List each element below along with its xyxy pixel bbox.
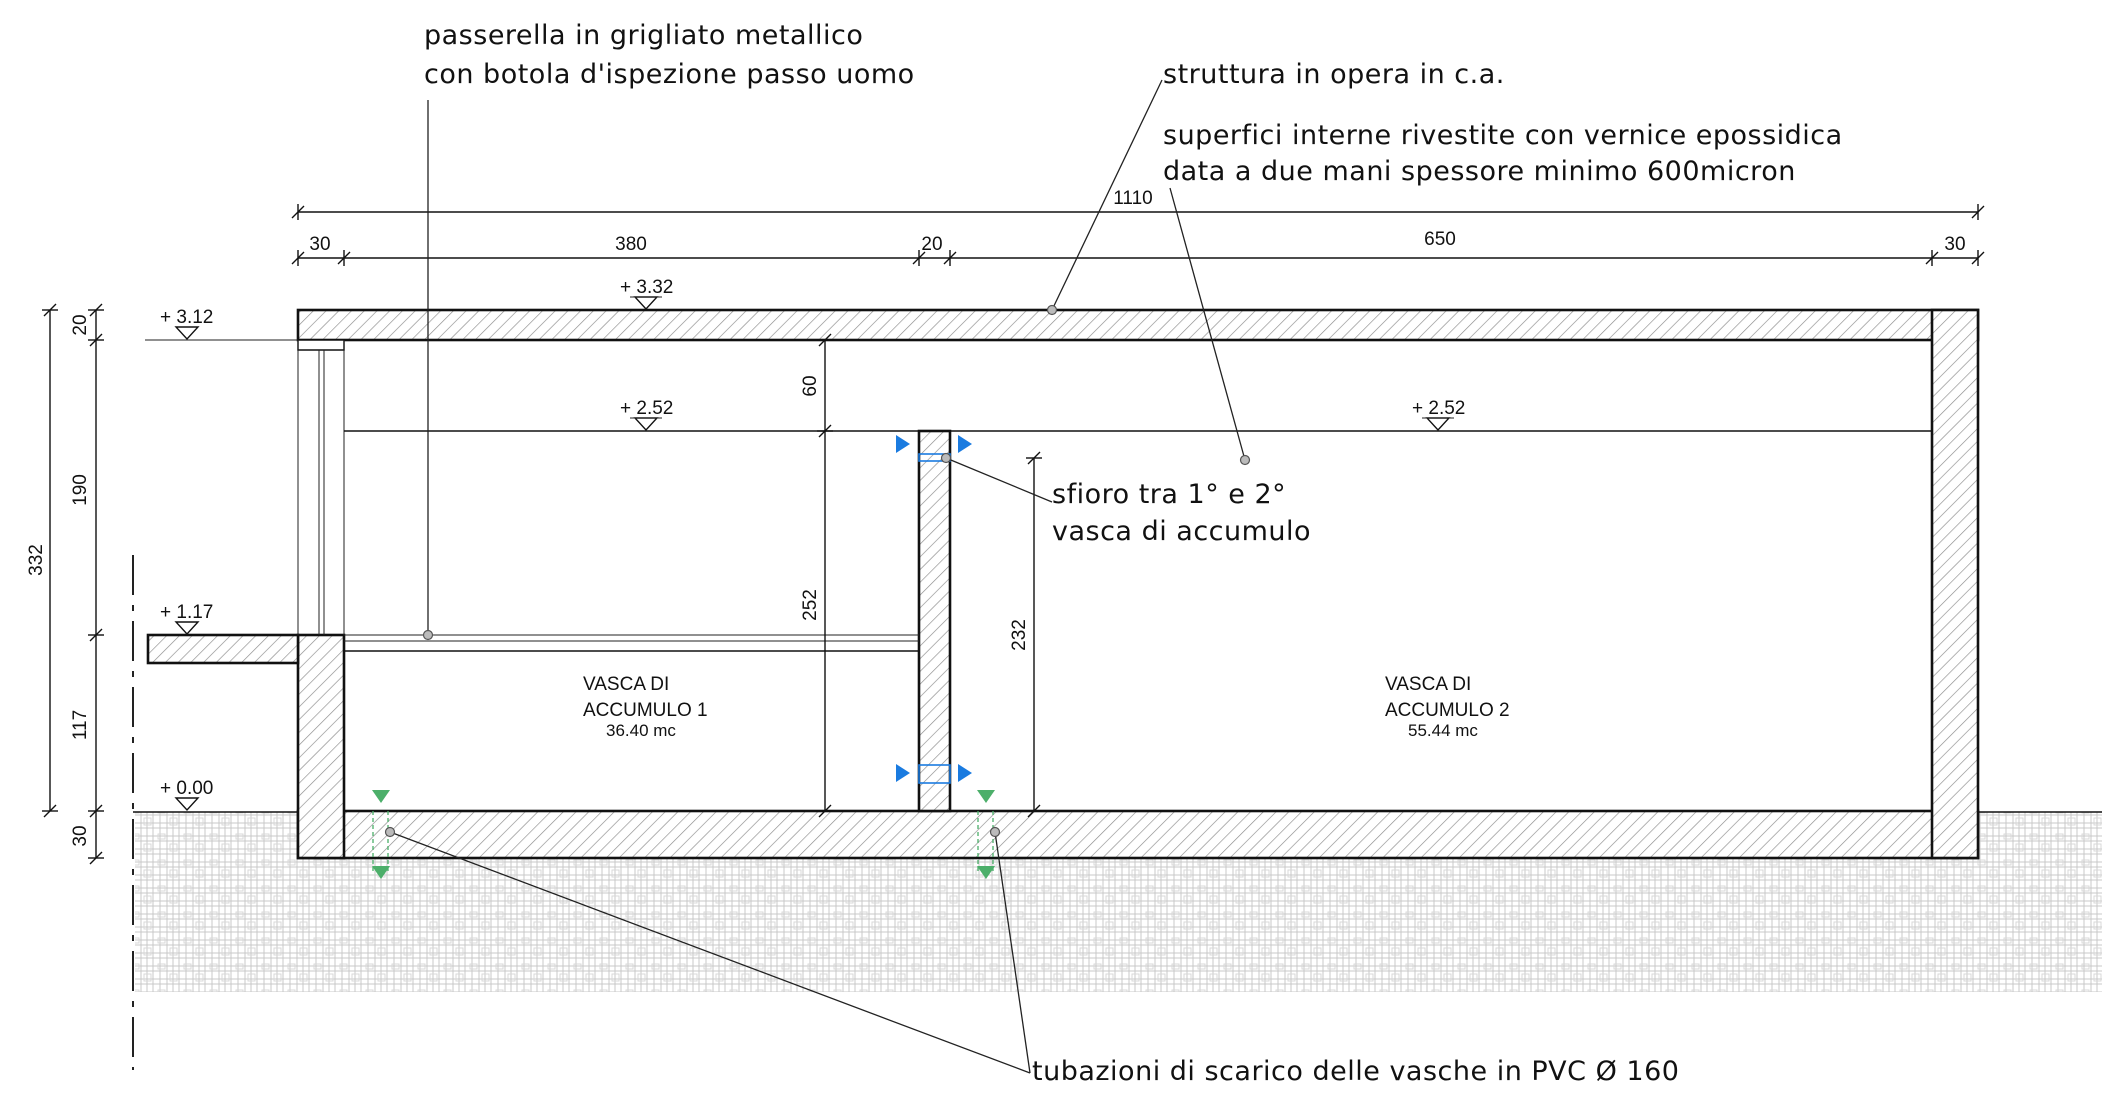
level-triangle-icon [633,296,659,311]
interior-dimensions: 60 252 232 [800,333,1042,818]
svg-text:ACCUMULO 2: ACCUMULO 2 [1385,700,1510,721]
level-water-2: + 2.52 [1412,398,1465,419]
overflow-arrow-icon [958,435,972,453]
level-top-slab: + 3.32 [620,277,673,298]
svg-text:VASCA DI: VASCA DI [1385,674,1471,695]
level-triangle-icon [174,621,200,636]
note-drain-pipes: tubazioni di scarico delle vasche in PVC… [1032,1056,1679,1087]
level-triangle-icon [174,797,200,812]
note-structure: struttura in opera in c.a. [1163,59,1505,90]
drain-arrow-icon [977,790,995,803]
level-triangle-icon [174,326,200,341]
svg-text:VASCA DI: VASCA DI [583,674,669,695]
note-overflow-1: sfioro tra 1° e 2° [1052,479,1286,510]
dim-top-slab: 20 [70,314,91,335]
tank-2-label: VASCA DI ACCUMULO 2 55.44 mc [1385,674,1510,740]
dim-lower-height: 117 [70,710,91,740]
note-overflow-2: vasca di accumulo [1052,516,1311,547]
dim-tank2-width: 650 [1424,229,1456,250]
level-triangle-icon [633,417,659,432]
note-walkway-1: passerella in grigliato metallico [424,20,863,51]
level-ground: + 0.00 [160,778,213,799]
concrete-structure [146,308,1980,860]
drain-arrow-icon [977,866,995,879]
level-water-1: + 2.52 [620,398,673,419]
svg-text:36.40 mc: 36.40 mc [606,721,676,740]
top-slab [296,308,1980,342]
dim-mid-wall: 20 [921,234,942,255]
left-wall [296,633,346,860]
level-markers: + 3.32 + 3.12 + 2.52 + 2.52 + 1.17 + 0.0… [160,277,1465,812]
tank-1-label: VASCA DI ACCUMULO 1 36.40 mc [583,674,708,740]
right-wall [1930,308,1980,860]
dim-tank1-width: 380 [615,234,647,255]
dim-base-slab: 30 [70,825,91,846]
dim-total-height: 332 [26,544,47,576]
middle-wall [917,429,952,813]
horizontal-dimensions: 1110 30 380 20 650 30 [291,188,1985,266]
dim-upper-height: 190 [70,474,91,506]
base-slab [296,809,1980,860]
level-walkway: + 1.17 [160,602,213,623]
dim-tank2-depth: 232 [1009,619,1030,651]
vertical-dimensions: 332 20 190 117 30 [26,303,104,865]
dim-headroom: 60 [800,375,821,396]
svg-text:ACCUMULO 1: ACCUMULO 1 [583,700,708,721]
svg-text:55.44 mc: 55.44 mc [1408,721,1478,740]
note-walkway-2: con botola d'ispezione passo uomo [424,59,915,90]
dim-overall: 1110 [1113,188,1152,209]
note-coating-2: data a due mani spessore minimo 600micro… [1163,156,1796,187]
drain-arrow-icon [372,790,390,803]
overflow-arrow-icon [896,764,910,782]
drain-pipe-2 [977,790,995,879]
overflow-bottom-box [918,764,951,784]
leader-lines [384,79,1251,1074]
hatch-frame [297,339,345,351]
dim-right-wall: 30 [1944,234,1965,255]
drain-arrow-icon [372,866,390,879]
level-ceiling: + 3.12 [160,307,213,328]
overflow-arrow-icon [896,435,910,453]
note-coating-1: superfici interne rivestite con vernice … [1163,120,1843,151]
drain-pipe-1 [372,790,390,879]
level-triangle-icon [1425,417,1451,432]
dim-left-wall: 30 [309,234,330,255]
walkway-ledge [146,633,300,665]
dim-tank1-depth: 252 [800,589,821,621]
overflow-arrow-icon [958,764,972,782]
